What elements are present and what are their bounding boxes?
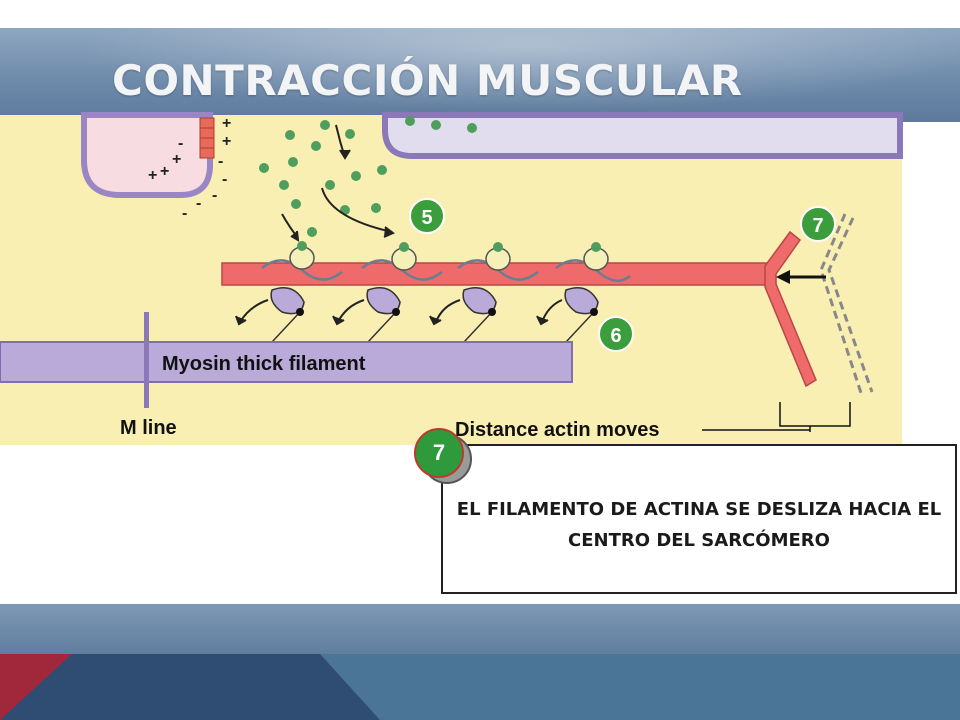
sarcoplasmic-reticulum-left [81,112,213,198]
footer-band [0,604,960,654]
myosin-head [270,287,305,343]
m-line-label: M line [120,417,177,439]
troponin-complexes [289,241,609,271]
charge-minus: - [218,153,223,170]
charge-minus: - [212,187,217,204]
charge-minus: - [182,205,187,222]
z-disc [764,230,817,388]
myosin-thick-filament [0,341,573,383]
membrane-charges: + + + + + - - - - - - [148,115,231,222]
charge-plus: + [222,115,231,132]
myosin-head [564,287,599,343]
charge-minus: - [222,171,227,188]
myosin-heads [270,287,599,343]
distance-bracket [779,402,851,427]
callout-text: EL FILAMENTO DE ACTINA SE DESLIZA HACIA … [456,499,942,551]
charge-minus: - [178,135,183,152]
step-badge-5: 5 [409,198,445,234]
step-label: 5 [421,207,432,229]
calcium-arrows [281,124,395,242]
step-badge-6: 6 [598,316,634,352]
power-stroke-arrows [235,299,563,326]
footer-dark-shape [0,654,380,720]
step-label: 6 [610,325,621,347]
slide-title: CONTRACCIÓN MUSCULAR [112,56,743,105]
calcium-ions [259,116,477,237]
sarcoplasmic-reticulum-right [382,112,903,159]
myosin-head [462,287,497,343]
z-disc-new-position [819,213,874,397]
step-label: 7 [812,215,823,237]
callout-number: 7 [414,428,464,478]
direction-arrow [776,270,790,284]
step-badge-7: 7 [800,206,836,242]
m-line [144,312,149,408]
charge-plus: + [222,133,231,150]
thick-filament-label: Myosin thick filament [162,353,366,375]
charge-minus: - [196,195,201,212]
myosin-head [366,287,401,343]
charge-plus: + [148,167,157,184]
callout-box: EL FILAMENTO DE ACTINA SE DESLIZA HACIA … [441,444,957,594]
callout-badge: 7 [414,428,472,484]
title-band [0,28,960,122]
charge-plus: + [172,151,181,168]
distance-label: Distance actin moves [455,419,660,441]
charge-plus: + [160,163,169,180]
